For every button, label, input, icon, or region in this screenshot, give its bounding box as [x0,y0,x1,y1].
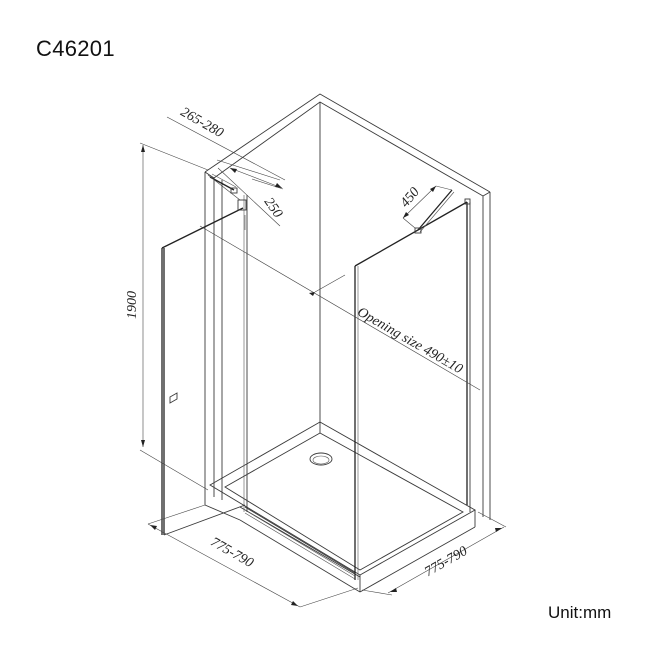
dimension-width-right: 775-790 [361,511,507,596]
wall-profile-left [221,180,248,512]
unit-label: Unit:mm [548,603,612,622]
dimension-opening-size: Opening size 490±10 [199,215,481,391]
fixed-side-panel [354,201,471,580]
door-handle-icon [169,392,178,404]
wall-corner [204,93,491,520]
support-arm-right [414,189,471,234]
dimension-support-arm-left-offset-label: 250 [261,195,285,221]
dimension-height: 1900 [125,142,209,491]
dimension-width-right-label: 775-790 [422,544,470,580]
model-code-title: C46201 [36,36,115,61]
shower-tray [204,421,476,593]
support-arm-left [209,173,247,211]
dimension-opening-size-label: Opening size 490±10 [355,305,465,377]
drain-icon [309,452,333,466]
dimension-support-arm-left-offset: 250 [207,167,285,227]
dimension-height-label: 1900 [125,291,140,319]
dimension-support-arm-right-label: 450 [398,185,423,211]
hinged-door-panel [161,207,356,580]
dimension-support-arm-left-range: 265-280 [166,105,286,190]
dimension-width-left-label: 775-790 [208,535,256,571]
